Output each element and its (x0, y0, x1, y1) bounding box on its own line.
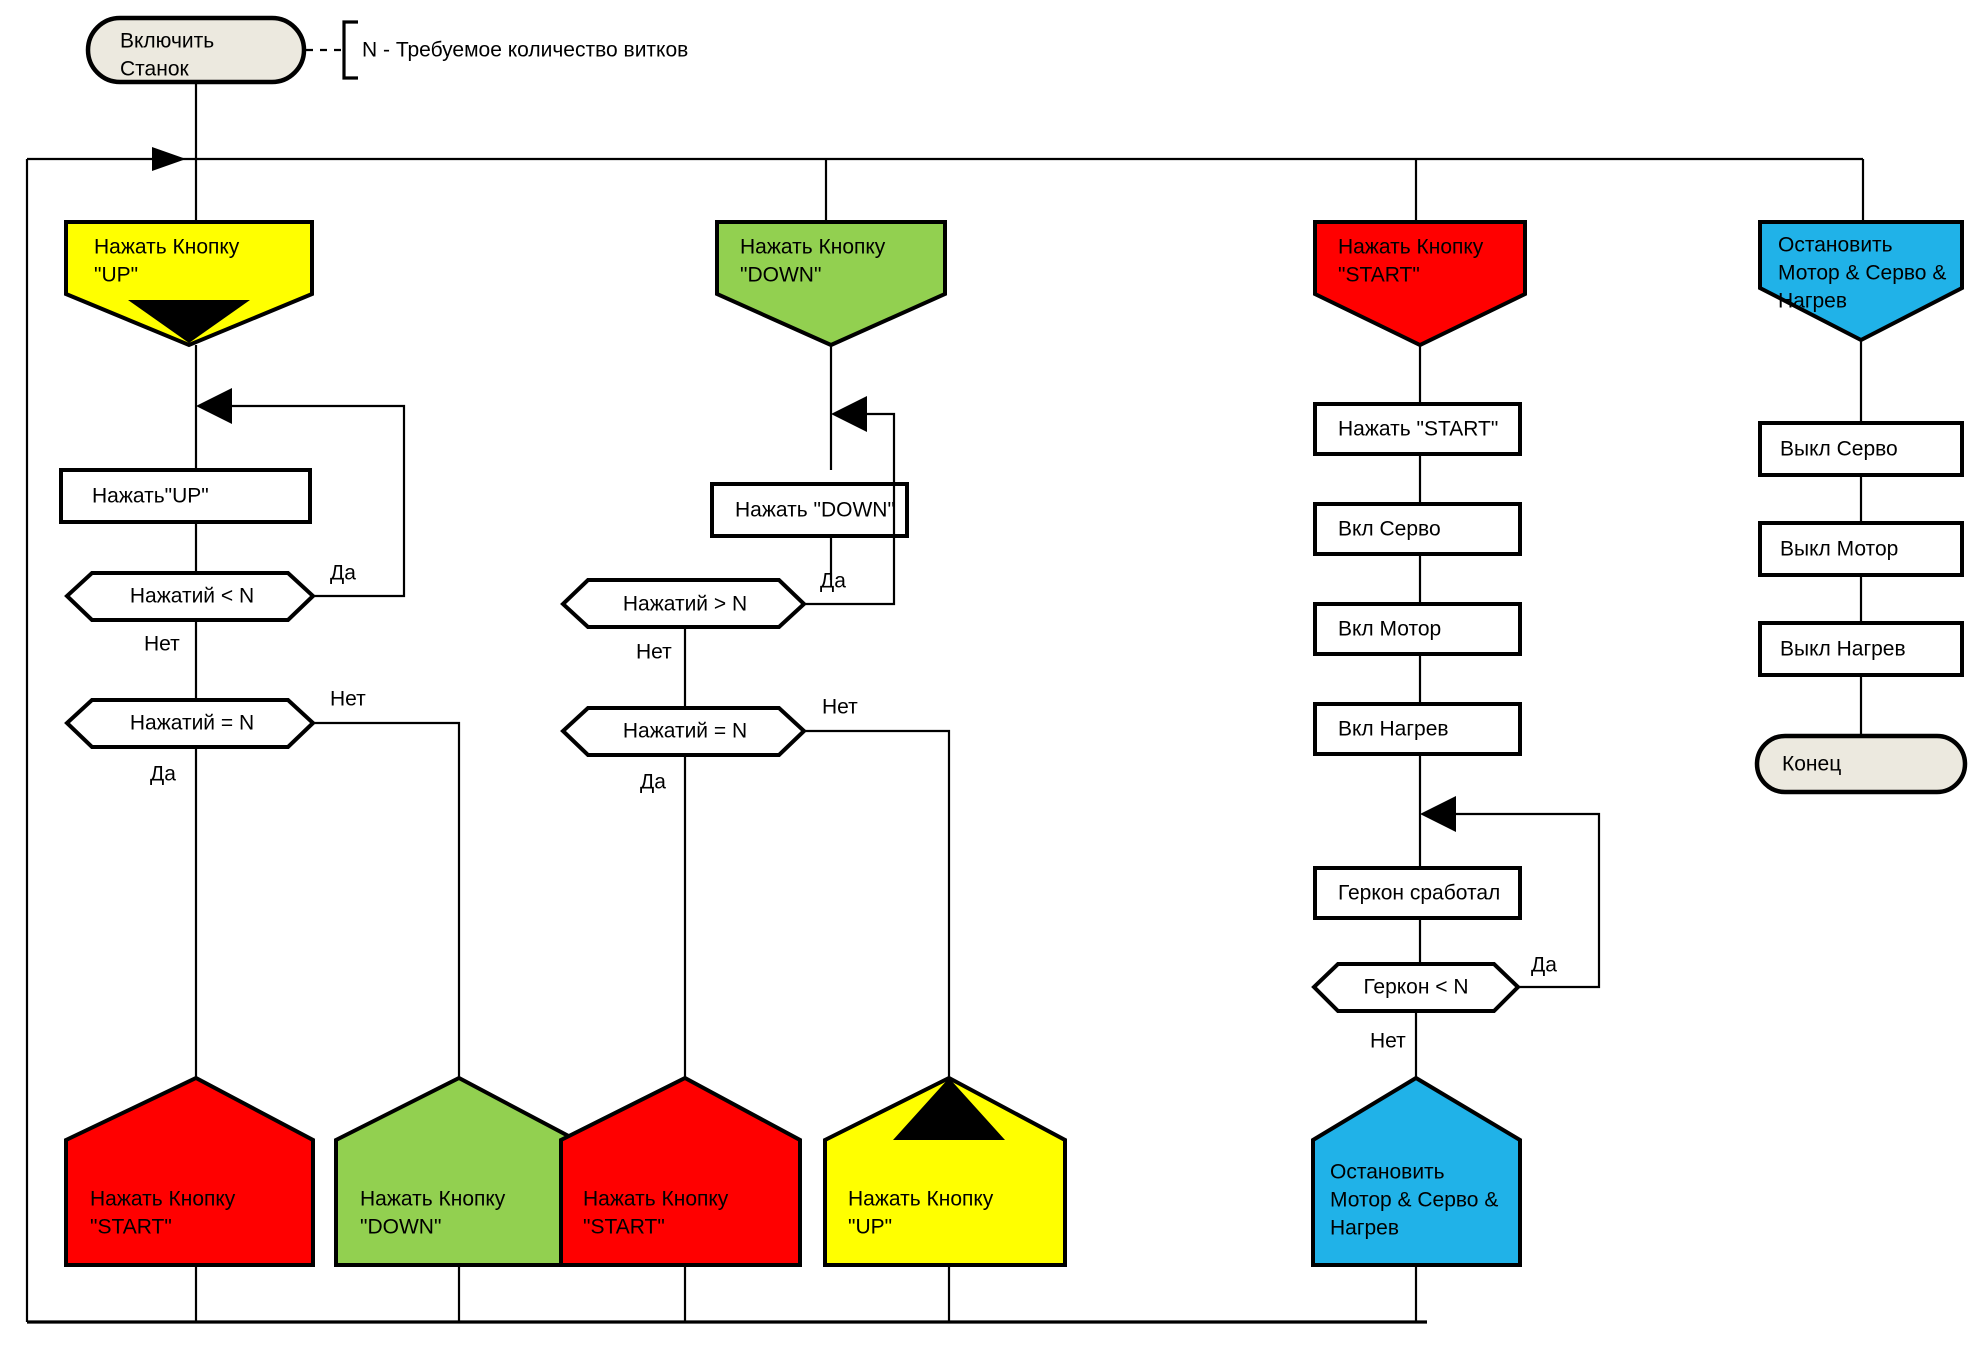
loop-arrowhead-up (196, 388, 232, 424)
node-press-up-action[interactable] (59, 468, 312, 524)
node-up-goto-press-start-line2: "START" (90, 1216, 172, 1239)
node-up-decision-less-than-n[interactable] (64, 571, 316, 622)
label-down-decision2-yes: Да (640, 771, 666, 794)
node-start-step-2: Вкл Мотор (1338, 618, 1441, 641)
node-press-up-action-label: Нажать"UP" (92, 485, 209, 508)
bus-lines (25, 147, 1865, 1324)
node-start-step-3: Вкл Нагрев (1338, 718, 1449, 741)
node-press-down-button[interactable] (715, 220, 947, 348)
start-terminal-group: Включить Станок (85, 15, 307, 159)
node-down-goto-press-up[interactable] (823, 1075, 1067, 1267)
label-start-decision-no: Нет (1370, 1030, 1406, 1053)
node-press-up-button-line2: "UP" (94, 264, 138, 287)
column-down: Нажать Кнопку "DOWN" Нажать "DOWN" Нажат… (559, 220, 1067, 1322)
node-start-step-heat-on[interactable] (1313, 702, 1522, 756)
node-stop-header-line1: Остановить (1778, 234, 1893, 257)
node-down-decision-greater-than-n[interactable] (560, 578, 807, 629)
node-down-goto-press-start-line1: Нажать Кнопку (583, 1188, 729, 1211)
node-stop-step-1: Выкл Мотор (1780, 538, 1898, 561)
node-press-down-button-line1: Нажать Кнопку (740, 236, 886, 259)
node-down-decision-greater-than-n-label: Нажатий > N (623, 593, 747, 616)
bus-arrowhead (152, 147, 186, 171)
node-up-decision-less-than-n-label: Нажатий < N (130, 585, 254, 608)
loop-arrowhead-start (1420, 796, 1456, 832)
label-up-decision2-no: Нет (330, 688, 366, 711)
node-down-decision-equals-n[interactable] (560, 706, 807, 757)
incoming-arrowhead-up (128, 300, 250, 343)
node-down-goto-press-start[interactable] (559, 1075, 802, 1267)
edge-down-decision2-no (804, 729, 951, 1140)
node-stop-step-2: Выкл Нагрев (1780, 638, 1906, 661)
node-press-down-action-label: Нажать "DOWN" (735, 499, 895, 522)
node-down-goto-press-up-line2: "UP" (848, 1216, 892, 1239)
node-press-start-button-line1: Нажать Кнопку (1338, 236, 1484, 259)
node-stop-step-0: Выкл Серво (1780, 438, 1898, 461)
node-stop-step-servo-off[interactable] (1758, 421, 1964, 477)
node-press-up-button-line1: Нажать Кнопку (94, 236, 240, 259)
node-press-down-button-line2: "DOWN" (740, 264, 821, 287)
label-down-decision2-no: Нет (822, 696, 858, 719)
node-stop-all-header[interactable] (1758, 220, 1964, 343)
note-group: N - Требуемое количество витков (306, 20, 688, 80)
note-bracket (342, 20, 358, 80)
node-press-start-button-line2: "START" (1338, 264, 1420, 287)
end-terminal (1754, 733, 1968, 795)
edge-up-decision1-yes-loop (226, 404, 406, 598)
node-start-decision-reed-less-than-n[interactable] (1311, 962, 1521, 1013)
loop-arrowhead-down (831, 396, 867, 432)
end-terminal-label: Конец (1782, 753, 1841, 776)
node-press-up-button[interactable] (64, 220, 314, 348)
node-start-goto-stop-all[interactable] (1311, 1075, 1522, 1267)
label-start-decision-yes: Да (1531, 954, 1557, 977)
column-stop: Остановить Мотор & Серво & Нагрев Выкл С… (1754, 220, 1968, 795)
node-start-decision-reed-label: Геркон < N (1363, 976, 1468, 999)
node-start-step-reed-triggered[interactable] (1313, 866, 1522, 920)
edge-up-decision2-no (313, 721, 461, 1140)
label-down-decision1-yes: Да (820, 570, 846, 593)
node-start-goto-stop-line3: Нагрев (1330, 1217, 1399, 1240)
node-down-goto-press-start-line2: "START" (583, 1216, 665, 1239)
start-terminal-line2: Станок (120, 58, 190, 81)
label-up-decision1-no: Нет (144, 633, 180, 656)
edge-down-decision1-yes-loop (804, 412, 896, 606)
node-up-goto-press-down-line1: Нажать Кнопку (360, 1188, 506, 1211)
node-down-goto-press-up-line1: Нажать Кнопку (848, 1188, 994, 1211)
node-start-goto-stop-line1: Остановить (1330, 1161, 1445, 1184)
node-stop-header-line3: Нагрев (1778, 290, 1847, 313)
node-start-step-servo-on[interactable] (1313, 502, 1522, 556)
node-start-goto-stop-line2: Мотор & Серво & (1330, 1189, 1498, 1212)
label-down-decision1-no: Нет (636, 641, 672, 664)
edge-start-decision-yes-loop (1450, 812, 1601, 989)
node-start-step-motor-on[interactable] (1313, 602, 1522, 656)
node-start-step-0: Нажать "START" (1338, 418, 1498, 441)
note-text: N - Требуемое количество витков (362, 39, 688, 62)
node-up-decision-equals-n[interactable] (64, 698, 316, 749)
node-up-decision-equals-n-label: Нажатий = N (130, 712, 254, 735)
incoming-arrowhead-down-up (893, 1078, 1005, 1140)
node-start-step-4: Геркон сработал (1338, 882, 1500, 905)
node-up-goto-press-start[interactable] (64, 1075, 315, 1267)
node-stop-step-heat-off[interactable] (1758, 621, 1964, 677)
start-terminal-line1: Включить (120, 30, 214, 53)
node-stop-header-line2: Мотор & Серво & (1778, 262, 1946, 285)
node-down-decision-equals-n-label: Нажатий = N (623, 720, 747, 743)
node-press-down-action[interactable] (710, 482, 909, 538)
label-up-decision2-yes: Да (150, 763, 176, 786)
node-up-goto-press-down-line2: "DOWN" (360, 1216, 441, 1239)
label-up-decision1-yes: Да (330, 562, 356, 585)
node-start-step-1: Вкл Серво (1338, 518, 1441, 541)
node-press-start-button[interactable] (1313, 220, 1527, 348)
column-start: Нажать Кнопку "START" Нажать "START" Вкл… (1311, 220, 1601, 1322)
column-up: Нажать Кнопку "UP" Нажать"UP" Нажатий < … (59, 220, 578, 1322)
node-start-step-press-start[interactable] (1313, 402, 1522, 456)
node-up-goto-press-start-line1: Нажать Кнопку (90, 1188, 236, 1211)
